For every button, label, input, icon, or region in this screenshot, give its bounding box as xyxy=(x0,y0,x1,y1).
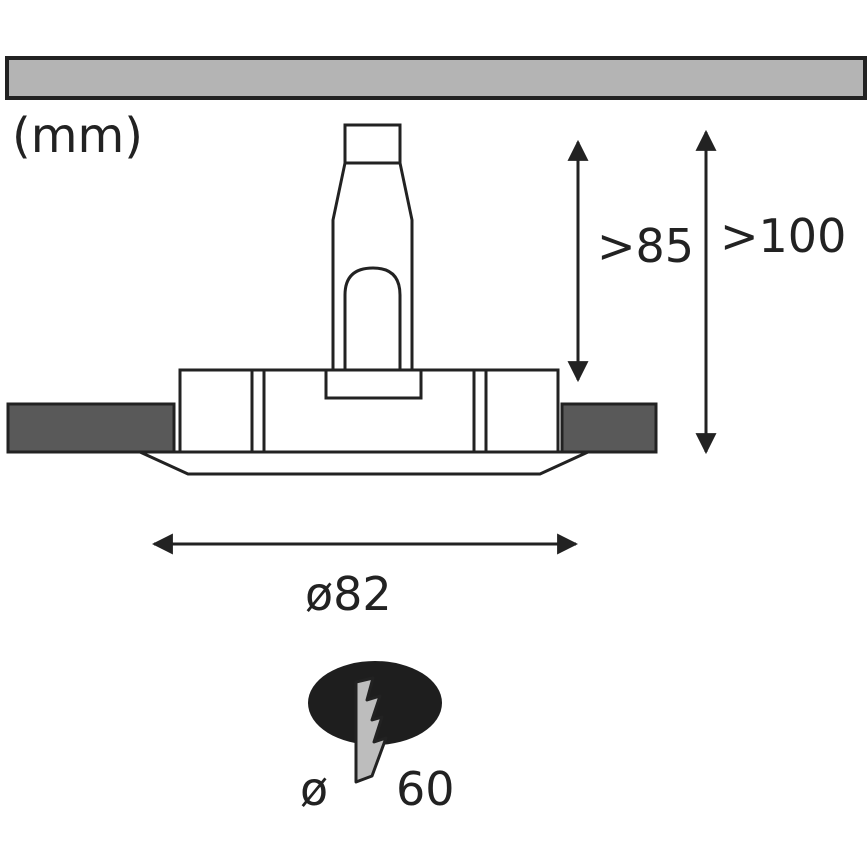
housing-body xyxy=(178,368,560,454)
cutout-diameter-symbol: ø xyxy=(300,762,328,816)
ceiling-board-left xyxy=(6,402,176,454)
units-label: (mm) xyxy=(12,108,143,164)
cutout-diameter-value: 60 xyxy=(396,762,455,816)
trim-ring xyxy=(139,450,589,476)
height-min-label: >85 xyxy=(597,219,694,273)
ceiling-slab xyxy=(5,56,867,100)
saw-tool-icon xyxy=(354,676,388,784)
ceiling-board-right xyxy=(560,402,658,454)
diameter-label: ø82 xyxy=(305,567,392,621)
height-total-label: >100 xyxy=(720,209,846,263)
spring-clip xyxy=(331,123,414,372)
